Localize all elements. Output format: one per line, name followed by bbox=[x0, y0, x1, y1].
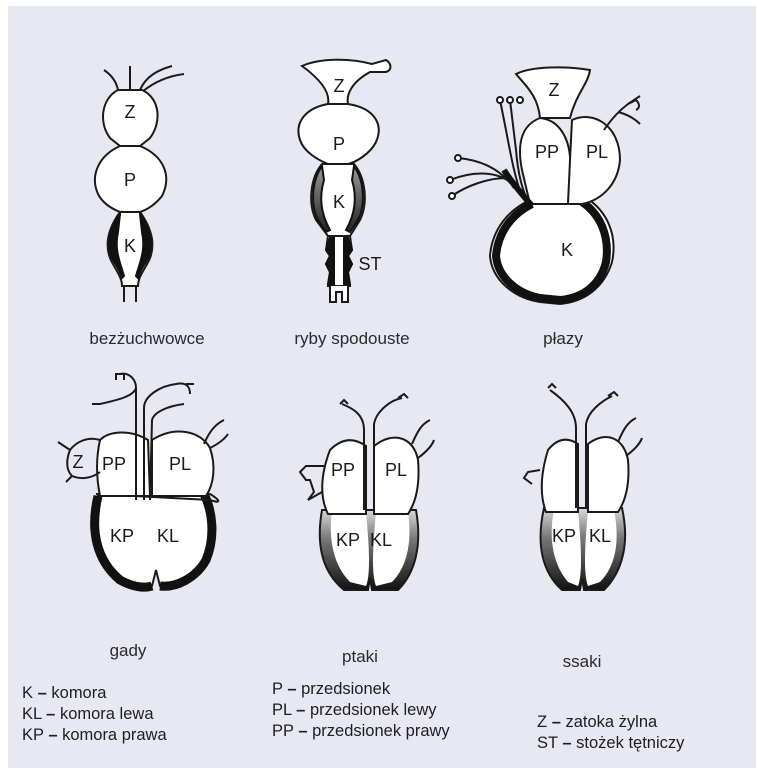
heart-reptile: Z PP PL KP KL bbox=[58, 374, 228, 587]
label-pl: PL bbox=[385, 460, 407, 480]
label-st: ST bbox=[358, 254, 381, 274]
label-z: Z bbox=[549, 80, 560, 100]
legend-item: KL – komora lewa bbox=[22, 704, 167, 725]
label-kl: KL bbox=[370, 530, 392, 550]
label-pp: PP bbox=[331, 460, 355, 480]
label-z: Z bbox=[125, 102, 136, 122]
caption-ryby-spodouste: ryby spodouste bbox=[294, 329, 409, 349]
caption-plazy: płazy bbox=[543, 329, 583, 349]
caption-bezzuchwowce: bezżuchwowce bbox=[89, 329, 204, 349]
legend-item: KP – komora prawa bbox=[22, 725, 167, 746]
label-p: P bbox=[124, 170, 136, 190]
legend-item: K – komora bbox=[22, 683, 167, 704]
label-z: Z bbox=[73, 452, 84, 472]
caption-gady: gady bbox=[110, 641, 147, 661]
label-k: K bbox=[124, 236, 136, 256]
label-kl: KL bbox=[157, 526, 179, 546]
label-kp: KP bbox=[336, 530, 360, 550]
caption-ssaki: ssaki bbox=[563, 652, 602, 672]
legend-item: P – przedsionek bbox=[272, 679, 450, 700]
label-kp: KP bbox=[552, 526, 576, 546]
label-pl: PL bbox=[169, 454, 191, 474]
heart-amphibian: Z PP PL K bbox=[447, 67, 640, 304]
label-k: K bbox=[561, 240, 573, 260]
label-pp: PP bbox=[102, 454, 126, 474]
caption-ptaki: ptaki bbox=[342, 647, 378, 667]
legend-item: PL – przedsionek lewy bbox=[272, 700, 450, 721]
label-pp: PP bbox=[535, 142, 559, 162]
legend-item: PP – przedsionek prawy bbox=[272, 721, 450, 742]
legend-column-atria: P – przedsionek PL – przedsionek lewy PP… bbox=[272, 679, 450, 742]
legend-item: ST – stożek tętniczy bbox=[537, 733, 684, 754]
legend-item: Z – zatoka żylna bbox=[537, 712, 684, 733]
label-kp: KP bbox=[110, 526, 134, 546]
label-k: K bbox=[333, 192, 345, 212]
label-z: Z bbox=[334, 76, 345, 96]
heart-lamprey: Z P K bbox=[95, 66, 184, 302]
heart-bird: PP PL KP KL bbox=[300, 394, 434, 590]
label-pl: PL bbox=[586, 142, 608, 162]
label-p: P bbox=[333, 134, 345, 154]
label-kl: KL bbox=[589, 526, 611, 546]
legend-column-ventricles: K – komora KL – komora lewa KP – komora … bbox=[22, 683, 167, 746]
heart-fish: Z P K ST bbox=[298, 60, 390, 302]
heart-mammal: KP KL bbox=[524, 384, 642, 590]
legend-column-other: Z – zatoka żylna ST – stożek tętniczy bbox=[537, 712, 684, 754]
